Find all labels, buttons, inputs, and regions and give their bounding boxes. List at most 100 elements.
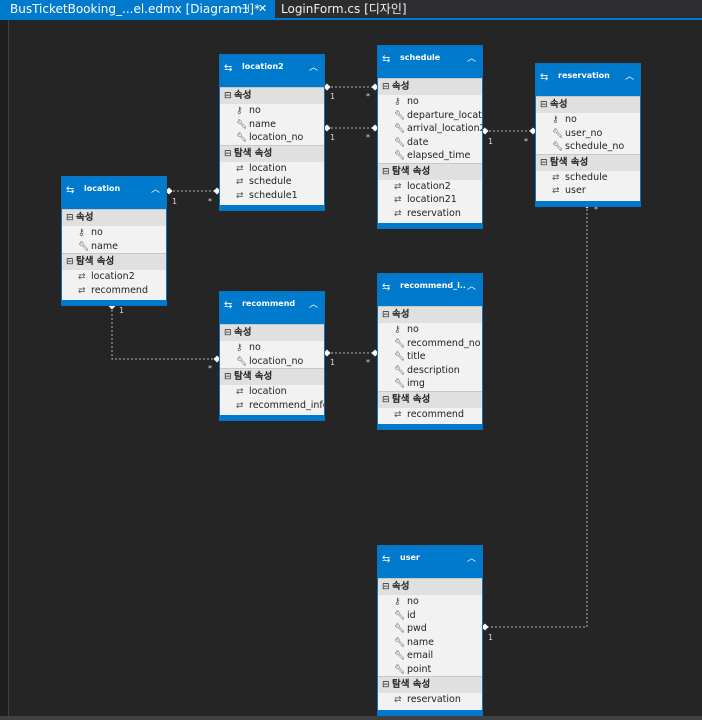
property-row[interactable]: ⚷no [378, 595, 482, 609]
entity-recommend-info[interactable]: ⇆recommend_i...︿⊟속성⚷no🔧︎recommend_no🔧︎ti… [377, 273, 483, 430]
chevron-up-icon[interactable]: ︿ [308, 63, 318, 73]
collapse-icon[interactable]: ⊟ [382, 310, 390, 320]
navigation-section-header[interactable]: ⊟탐색 속성 [378, 676, 482, 693]
close-icon[interactable]: ✕ [258, 2, 268, 15]
property-row[interactable]: 🔧︎name [62, 240, 166, 254]
property-row[interactable]: 🔧︎email [378, 649, 482, 663]
property-row[interactable]: 🔧︎description [378, 364, 482, 378]
navigation-row[interactable]: ⇄schedule1 [220, 189, 324, 203]
property-row[interactable]: 🔧︎pwd [378, 622, 482, 636]
entity-header[interactable]: ⇆schedule︿ [378, 46, 482, 78]
chevron-up-icon[interactable]: ︿ [308, 300, 318, 310]
pin-icon[interactable]: ⊣ [240, 2, 250, 15]
collapse-icon[interactable]: ⊟ [382, 166, 390, 177]
collapse-icon[interactable]: ⊟ [224, 372, 232, 382]
chevron-up-icon[interactable]: ︿ [466, 54, 476, 64]
entity-header[interactable]: ⇆recommend_i...︿ [378, 274, 482, 306]
collapse-icon[interactable]: ⊟ [540, 157, 548, 168]
tab-loginform-design[interactable]: LoginForm.cs [디자인] [275, 0, 407, 18]
property-row[interactable]: ⚷no [378, 323, 482, 337]
navigation-row[interactable]: ⇄schedule [220, 175, 324, 189]
chevron-up-icon[interactable]: ︿ [624, 72, 634, 82]
property-name: no [249, 105, 261, 116]
property-row[interactable]: ⚷no [220, 104, 324, 118]
property-row[interactable]: 🔧︎img [378, 377, 482, 391]
property-row[interactable]: 🔧︎arrival_location2... [378, 122, 482, 136]
properties-section-header[interactable]: ⊟속성 [62, 209, 166, 226]
property-row[interactable]: 🔧︎elapsed_time [378, 149, 482, 163]
navigation-section-header[interactable]: ⊟탐색 속성 [536, 153, 640, 171]
property-row[interactable]: 🔧︎name [220, 118, 324, 132]
navigation-row[interactable]: ⇄schedule [536, 171, 640, 185]
entity-header[interactable]: ⇆recommend︿ [220, 292, 324, 324]
navigation-section-header[interactable]: ⊟탐색 속성 [220, 144, 324, 162]
properties-section-header[interactable]: ⊟속성 [378, 306, 482, 323]
property-row[interactable]: 🔧︎user_no [536, 127, 640, 141]
property-name: no [249, 342, 261, 353]
entity-user[interactable]: ⇆user︿⊟속성⚷no🔧︎id🔧︎pwd🔧︎name🔧︎email🔧︎poin… [377, 545, 483, 716]
entity-header[interactable]: ⇆user︿ [378, 546, 482, 578]
navigation-row[interactable]: ⇄location21 [378, 193, 482, 207]
property-row[interactable]: ⚷no [536, 113, 640, 127]
properties-section-header[interactable]: ⊟속성 [378, 78, 482, 95]
collapse-icon[interactable]: ⊟ [224, 328, 232, 338]
diagram-canvas[interactable]: 1*1*1*1*1*1**1 ⇆location2︿⊟속성⚷no🔧︎name🔧︎… [8, 20, 702, 716]
collapse-icon[interactable]: ⊟ [540, 100, 548, 110]
collapse-icon[interactable]: ⊟ [382, 394, 390, 405]
collapse-icon[interactable]: ⊟ [224, 148, 232, 159]
property-row[interactable]: 🔧︎schedule_no [536, 140, 640, 154]
entity-reservation[interactable]: ⇆reservation︿⊟속성⚷no🔧︎user_no🔧︎schedule_n… [535, 63, 641, 207]
properties-section-header[interactable]: ⊟속성 [220, 324, 324, 341]
property-row[interactable]: 🔧︎recommend_no [378, 337, 482, 351]
property-row[interactable]: 🔧︎point [378, 663, 482, 677]
property-row[interactable]: ⚷no [62, 226, 166, 240]
navigation-row[interactable]: ⇄recommend_info [220, 399, 324, 413]
assoc-location-recommend[interactable] [111, 306, 217, 360]
navigation-row[interactable]: ⇄location2 [378, 180, 482, 194]
navigation-row[interactable]: ⇄reservation [378, 207, 482, 221]
collapse-icon[interactable]: ⊟ [382, 680, 390, 690]
navigation-section-header[interactable]: ⊟탐색 속성 [62, 253, 166, 270]
entity-location2[interactable]: ⇆location2︿⊟속성⚷no🔧︎name🔧︎location_no⊟탐색 … [219, 54, 325, 211]
navigation-section-header[interactable]: ⊟탐색 속성 [378, 390, 482, 408]
chevron-up-icon[interactable]: ︿ [150, 185, 160, 195]
entity-location[interactable]: ⇆location︿⊟속성⚷no🔧︎name⊟탐색 속성⇄location2⇄r… [61, 176, 167, 306]
navigation-row[interactable]: ⇄recommend [62, 284, 166, 298]
property-row[interactable]: ⚷no [220, 341, 324, 355]
navigation-row[interactable]: ⇄location [220, 162, 324, 176]
entity-schedule[interactable]: ⇆schedule︿⊟속성⚷no🔧︎departure_locati...🔧︎a… [377, 45, 483, 229]
collapse-icon[interactable]: ⊟ [224, 91, 232, 101]
navigation-row[interactable]: ⇄reservation [378, 693, 482, 707]
collapse-icon[interactable]: ⊟ [382, 82, 390, 92]
collapse-icon[interactable]: ⊟ [66, 257, 74, 267]
property-row[interactable]: 🔧︎location_no [220, 131, 324, 145]
collapse-icon[interactable]: ⊟ [66, 213, 74, 223]
property-row[interactable]: ⚷no [378, 95, 482, 109]
assoc-reservation-user[interactable] [485, 205, 588, 628]
navigation-row[interactable]: ⇄location [220, 385, 324, 399]
property-row[interactable]: 🔧︎title [378, 350, 482, 364]
navigation-row[interactable]: ⇄recommend [378, 408, 482, 422]
collapse-icon[interactable]: ⊟ [382, 582, 390, 592]
multiplicity-label: * [366, 92, 370, 101]
entity-header[interactable]: ⇆location2︿ [220, 55, 324, 87]
bottom-scrollbar[interactable] [0, 716, 702, 720]
entity-header[interactable]: ⇆location︿ [62, 177, 166, 209]
navigation-row[interactable]: ⇄location2 [62, 270, 166, 284]
property-row[interactable]: 🔧︎departure_locati... [378, 109, 482, 123]
properties-section-header[interactable]: ⊟속성 [220, 87, 324, 104]
chevron-up-icon[interactable]: ︿ [466, 554, 476, 564]
property-row[interactable]: 🔧︎id [378, 609, 482, 623]
properties-section-header[interactable]: ⊟속성 [536, 96, 640, 113]
entity-recommend[interactable]: ⇆recommend︿⊟속성⚷no🔧︎location_no⊟탐색 속성⇄loc… [219, 291, 325, 421]
property-row[interactable]: 🔧︎location_no [220, 355, 324, 369]
entity-header[interactable]: ⇆reservation︿ [536, 64, 640, 96]
properties-section-header[interactable]: ⊟속성 [378, 578, 482, 595]
navigation-section-header[interactable]: ⊟탐색 속성 [378, 162, 482, 180]
property-row[interactable]: 🔧︎date [378, 136, 482, 150]
navigation-section-header[interactable]: ⊟탐색 속성 [220, 368, 324, 385]
chevron-up-icon[interactable]: ︿ [466, 282, 476, 292]
property-row[interactable]: 🔧︎name [378, 636, 482, 650]
navigation-row[interactable]: ⇄user [536, 184, 640, 198]
tab-edmx-diagram[interactable]: BusTicketBooking_...el.edmx [Diagram1]* … [0, 0, 275, 18]
